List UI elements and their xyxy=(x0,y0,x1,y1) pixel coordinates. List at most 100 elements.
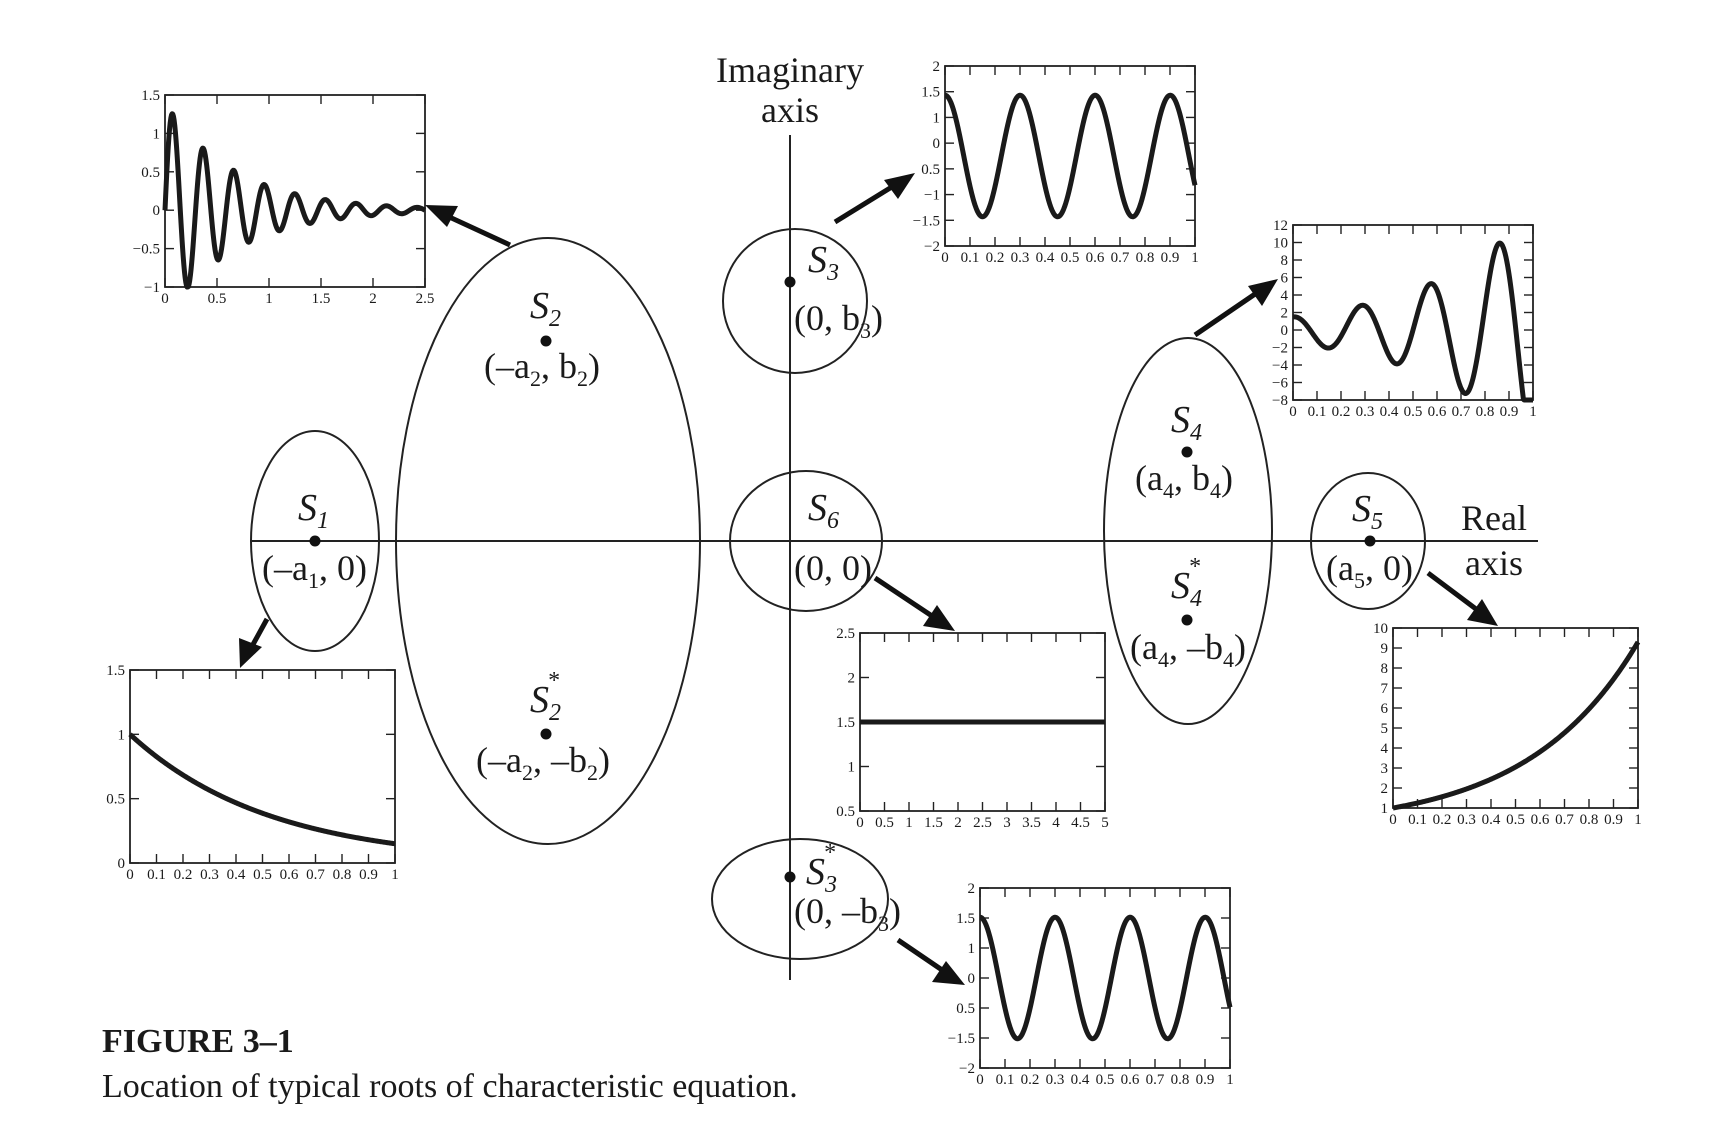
y-tick-label: −1.5 xyxy=(948,1031,975,1047)
root-point-s5 xyxy=(1364,535,1376,547)
root-coord-s3star: (0, –b3) xyxy=(794,891,901,936)
plot-frame xyxy=(1392,627,1639,809)
x-tick-label: 0.7 xyxy=(1111,250,1130,266)
y-tick-label: 1.5 xyxy=(956,911,975,927)
y-tick-label: 1.5 xyxy=(836,715,855,731)
root-coord-s4: (a4, b4) xyxy=(1135,458,1233,503)
x-tick-label: 0.6 xyxy=(280,867,299,883)
y-tick-label: 0.5 xyxy=(141,165,160,181)
y-tick-label: 1 xyxy=(118,727,126,743)
response-curve xyxy=(1291,240,1535,403)
x-tick-label: 0.9 xyxy=(359,867,378,883)
ellipse-s6 xyxy=(729,470,883,612)
x-tick-label: 0.8 xyxy=(1580,812,1599,828)
root-coord-s5: (a5, 0) xyxy=(1326,548,1413,593)
response-curve xyxy=(943,92,1198,220)
response-curve xyxy=(162,111,427,290)
ellipse-s5 xyxy=(1310,472,1426,610)
y-tick-label: 6 xyxy=(1381,701,1389,717)
x-tick-label: 3.5 xyxy=(1022,815,1041,831)
x-tick-label: 0.3 xyxy=(1457,812,1476,828)
x-tick-label: 2 xyxy=(954,815,962,831)
y-tick-label: −2 xyxy=(1272,341,1288,357)
x-tick-label: 1 xyxy=(1634,812,1642,828)
y-tick-label: −1 xyxy=(144,280,160,296)
x-tick-label: 0.2 xyxy=(986,250,1005,266)
x-tick-label: 0.3 xyxy=(1011,250,1030,266)
figure-caption-text: Location of typical roots of characteris… xyxy=(102,1068,798,1105)
root-coord-s1: (–a1, 0) xyxy=(262,548,367,593)
y-tick-label: 4 xyxy=(1281,288,1289,304)
arrow-s2-to-plot xyxy=(425,205,512,248)
root-point-s4 xyxy=(1181,446,1193,458)
real-axis-label-line1: Real xyxy=(1461,498,1527,538)
x-tick-label: 0.1 xyxy=(961,250,980,266)
x-tick-label: 1 xyxy=(1529,404,1537,420)
x-tick-label: 1 xyxy=(265,291,273,307)
y-tick-label: 2 xyxy=(1381,781,1389,797)
y-tick-label: 1 xyxy=(968,941,976,957)
y-tick-label: 0 xyxy=(1281,323,1289,339)
x-tick-label: 0.2 xyxy=(1433,812,1452,828)
plot-frame xyxy=(164,94,426,288)
y-tick-label: −2 xyxy=(924,239,940,255)
x-tick-label: 1 xyxy=(1191,250,1199,266)
x-tick-label: 0 xyxy=(161,291,169,307)
x-tick-label: 0.6 xyxy=(1531,812,1550,828)
root-coord-s2star: (–a2, –b2) xyxy=(476,740,610,785)
x-tick-label: 0.1 xyxy=(147,867,166,883)
y-tick-label: 2.5 xyxy=(836,626,855,642)
y-tick-label: 1 xyxy=(153,126,161,142)
x-tick-label: 0 xyxy=(941,250,949,266)
x-tick-label: 3 xyxy=(1003,815,1011,831)
response-curve xyxy=(1391,640,1641,811)
x-tick-label: 0 xyxy=(856,815,864,831)
y-tick-label: 10 xyxy=(1373,621,1388,637)
x-tick-label: 0.4 xyxy=(1071,1072,1090,1088)
x-tick-label: 0.9 xyxy=(1196,1072,1215,1088)
x-tick-label: 1.5 xyxy=(312,291,331,307)
x-tick-label: 0.3 xyxy=(200,867,219,883)
x-tick-label: 0.2 xyxy=(174,867,193,883)
x-tick-label: 4.5 xyxy=(1071,815,1090,831)
y-tick-label: 0.5 xyxy=(956,1001,975,1017)
x-tick-label: 1.5 xyxy=(924,815,943,831)
x-tick-label: 0.3 xyxy=(1356,404,1375,420)
x-tick-label: 0.2 xyxy=(1332,404,1351,420)
x-tick-label: 0.8 xyxy=(1476,404,1495,420)
y-tick-label: 2 xyxy=(848,671,856,687)
root-point-s3 xyxy=(784,276,796,288)
x-tick-label: 0.9 xyxy=(1161,250,1180,266)
root-point-s3star xyxy=(784,871,796,883)
root-label-s3star: S3* xyxy=(806,840,837,898)
ellipse-s4-pair xyxy=(1103,337,1273,725)
root-point-s4star xyxy=(1181,614,1193,626)
x-tick-label: 1 xyxy=(391,867,399,883)
x-tick-label: 5 xyxy=(1101,815,1109,831)
root-label-s6: S6 xyxy=(808,487,839,534)
x-tick-label: 0.4 xyxy=(1380,404,1399,420)
root-label-s4star: S4* xyxy=(1171,554,1202,612)
y-tick-label: −6 xyxy=(1272,376,1288,392)
x-tick-label: 0 xyxy=(1289,404,1297,420)
y-tick-label: 9 xyxy=(1381,641,1389,657)
arrow-s6-to-plot xyxy=(873,575,955,631)
x-tick-label: 2.5 xyxy=(416,291,435,307)
x-tick-label: 0.1 xyxy=(996,1072,1015,1088)
arrow-s3star-to-plot xyxy=(896,937,965,985)
y-tick-label: −1 xyxy=(924,188,940,204)
y-tick-label: 8 xyxy=(1381,661,1389,677)
root-point-s2star xyxy=(540,728,552,740)
ellipse-s2-pair xyxy=(395,237,701,845)
x-tick-label: 0.3 xyxy=(1046,1072,1065,1088)
root-coord-s6: (0, 0) xyxy=(794,548,872,588)
root-label-s5: S5 xyxy=(1352,488,1383,535)
y-tick-label: 0 xyxy=(153,203,161,219)
real-axis-label-line2: axis xyxy=(1465,543,1523,583)
x-tick-label: 0.4 xyxy=(227,867,246,883)
